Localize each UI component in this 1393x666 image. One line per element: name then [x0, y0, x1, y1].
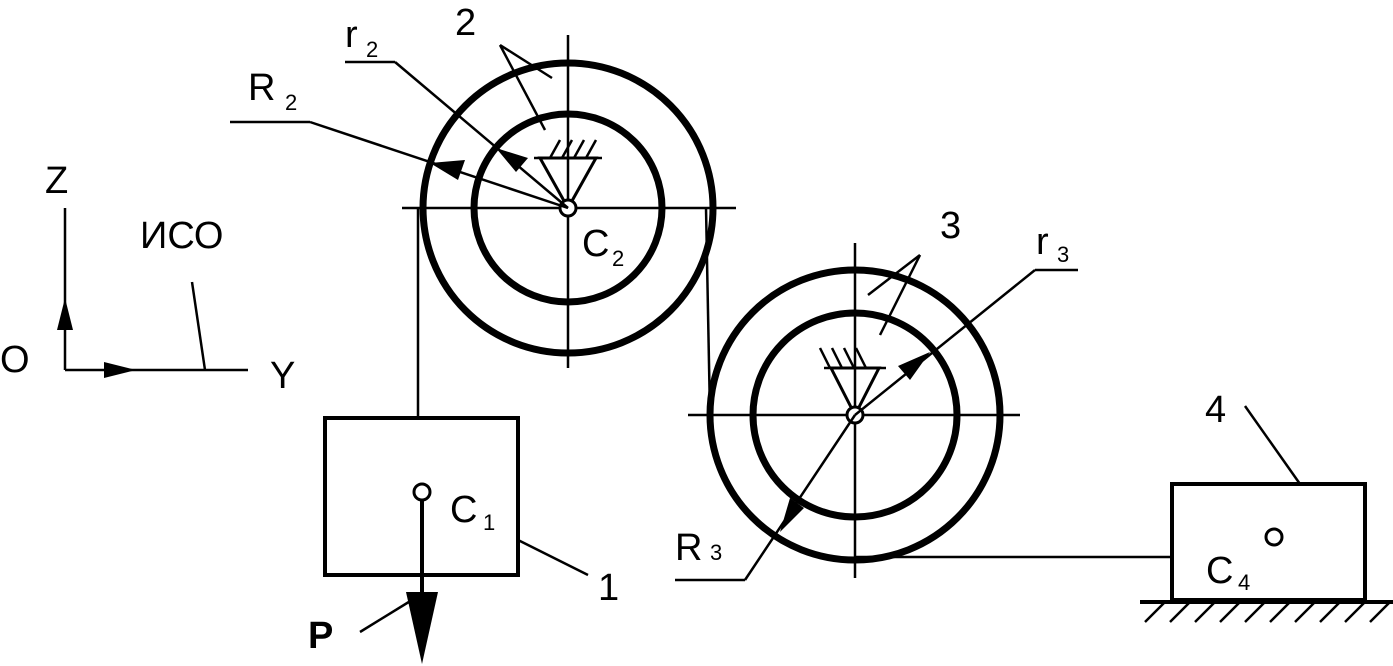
pulley-2-outer-radius-arrow	[430, 160, 465, 180]
pulley-3-inner-radius-line	[854, 269, 1036, 416]
pulley-3-number: 3	[940, 205, 961, 247]
pulley-2-inner-radius-label: r	[345, 14, 358, 56]
body-4-center-label: C	[1206, 550, 1233, 592]
frame-name-leader	[190, 281, 207, 371]
force-p-leader	[359, 598, 413, 634]
pulley-2-inner-radius-arrow	[496, 148, 528, 172]
rope-pulley-2-to-pulley-3	[704, 207, 712, 416]
body-1-center-label: C	[450, 489, 477, 531]
ground-hatching	[1144, 601, 1391, 623]
body-1-number: 1	[598, 567, 619, 609]
pulley-2-outer-radius-sub: 2	[285, 90, 297, 115]
pulley-3: 3 r 3 R 3	[675, 205, 1078, 582]
pulley-2-outer-radius-label: R	[248, 67, 275, 109]
force-p-arrowhead	[406, 592, 438, 664]
pulley-3-inner-radius-sub: 3	[1057, 242, 1069, 267]
coordinate-frame: Z O Y ИСО	[0, 160, 295, 397]
pulley-3-outer-radius-label: R	[675, 527, 702, 569]
pulley-3-inner-radius-label: r	[1036, 221, 1049, 263]
pulley-3-number-leader-b	[878, 254, 922, 336]
pulley-3-outer-radius-line	[743, 414, 857, 581]
body-4-center	[1264, 527, 1284, 547]
pulley-2: 2 R 2 r 2 C 2	[230, 2, 736, 368]
pulley-3-number-leader-a	[867, 254, 921, 296]
origin-label: O	[0, 339, 30, 381]
z-arrowhead	[57, 298, 73, 330]
body-1-center-sub: 1	[483, 510, 495, 535]
force-p-label: P	[308, 615, 333, 657]
pulley-3-inner-radius-arrow	[898, 352, 930, 380]
pulley-2-inner-radius-sub: 2	[366, 37, 378, 62]
body-4-number-leader	[1243, 405, 1302, 485]
pulley-3-outer-radius-sub: 3	[710, 540, 722, 565]
pulley-2-center-sub: 2	[612, 246, 624, 271]
pulley-2-center-label: C	[582, 223, 609, 265]
y-arrowhead	[104, 362, 136, 378]
body-1-number-leader	[517, 538, 589, 577]
body-1: C 1 P 1	[308, 416, 619, 664]
body-4-number: 4	[1205, 389, 1226, 431]
pulley-2-number-leader-b	[498, 44, 547, 131]
pulley-2-number: 2	[455, 2, 476, 44]
body-1-center	[412, 482, 432, 502]
pulley-2-number-leader-a	[499, 43, 553, 80]
body-4-center-sub: 4	[1238, 570, 1250, 595]
pulley-2-hatching	[548, 139, 598, 159]
frame-name-label: ИСО	[140, 215, 223, 257]
ropes	[416, 207, 1172, 559]
body-4: 4 C 4	[1140, 389, 1393, 623]
pulley-3-outer-radius-arrow	[780, 498, 804, 532]
y-axis-label: Y	[270, 355, 295, 397]
pulley-3-hatching	[818, 347, 868, 369]
z-axis-label: Z	[45, 160, 68, 202]
pulley-2-inner-radius-line	[394, 61, 569, 209]
